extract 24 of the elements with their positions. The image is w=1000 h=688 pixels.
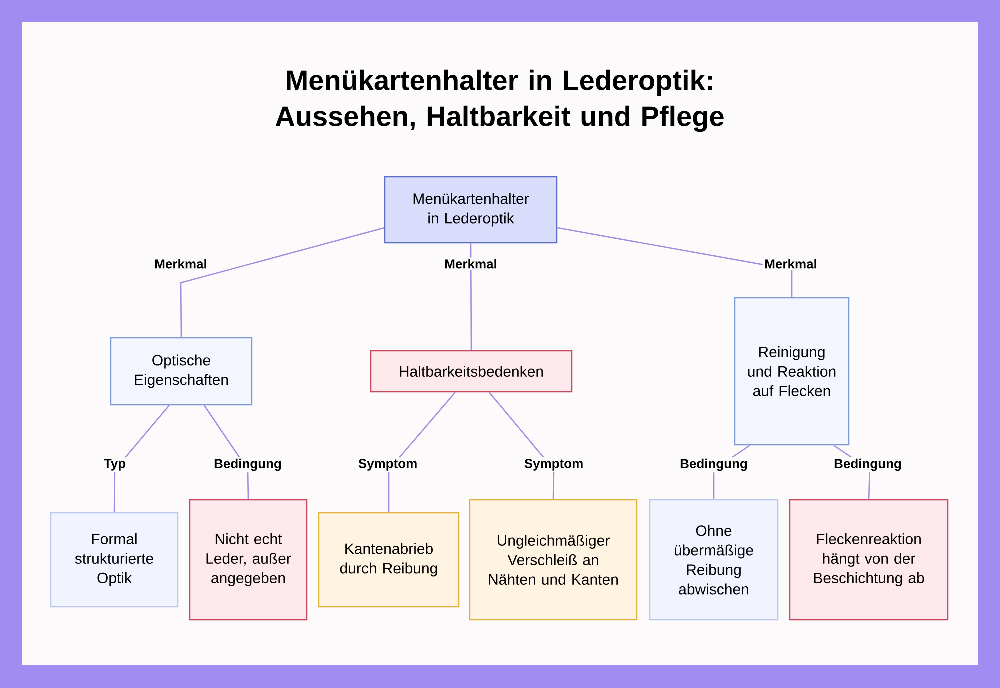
process-box: Formal strukturierte Optik bbox=[50, 512, 179, 608]
process-box: Menükartenhalter in Lederoptik bbox=[384, 176, 558, 244]
process-box: Fleckenreaktion hängt von der Beschichtung ab bbox=[789, 499, 949, 621]
connector-line bbox=[180, 227, 385, 338]
edge-label: Typ bbox=[102, 458, 128, 472]
edge-label: Bedingung bbox=[832, 457, 904, 473]
title: Menükartenhalter in Lederoptik: Aussehen, Haltbarkeit und Pflege bbox=[276, 70, 724, 132]
connector-line bbox=[388, 392, 456, 512]
edge-label: Bedingung bbox=[678, 457, 750, 473]
edge-label: Symptom bbox=[522, 458, 586, 472]
edge-label: Merkmal bbox=[153, 258, 209, 270]
edge-label: Symptom bbox=[356, 458, 420, 472]
edge-label: Bedingung bbox=[212, 457, 284, 473]
process-box: Haltbarkeitsbedenken bbox=[370, 350, 573, 393]
connector-line bbox=[470, 244, 472, 350]
edge-label: Merkmal bbox=[763, 258, 819, 270]
process-box: Kantenabrieb durch Reibung bbox=[318, 512, 460, 608]
process-box: Ohne übermäßige Reibung abwischen bbox=[649, 499, 779, 621]
connector-line bbox=[558, 227, 793, 298]
process-box: Ungleichmäßiger Verschleiß an Nähten und Kanten bbox=[469, 499, 638, 621]
process-box: Reinigung und Reaktion auf Flecken bbox=[734, 297, 850, 446]
edge-label: Merkmal bbox=[443, 258, 499, 270]
process-box: Nicht echt Leder, außer angegeben bbox=[189, 499, 308, 621]
process-box: Optische Eigenschaften bbox=[110, 337, 253, 406]
